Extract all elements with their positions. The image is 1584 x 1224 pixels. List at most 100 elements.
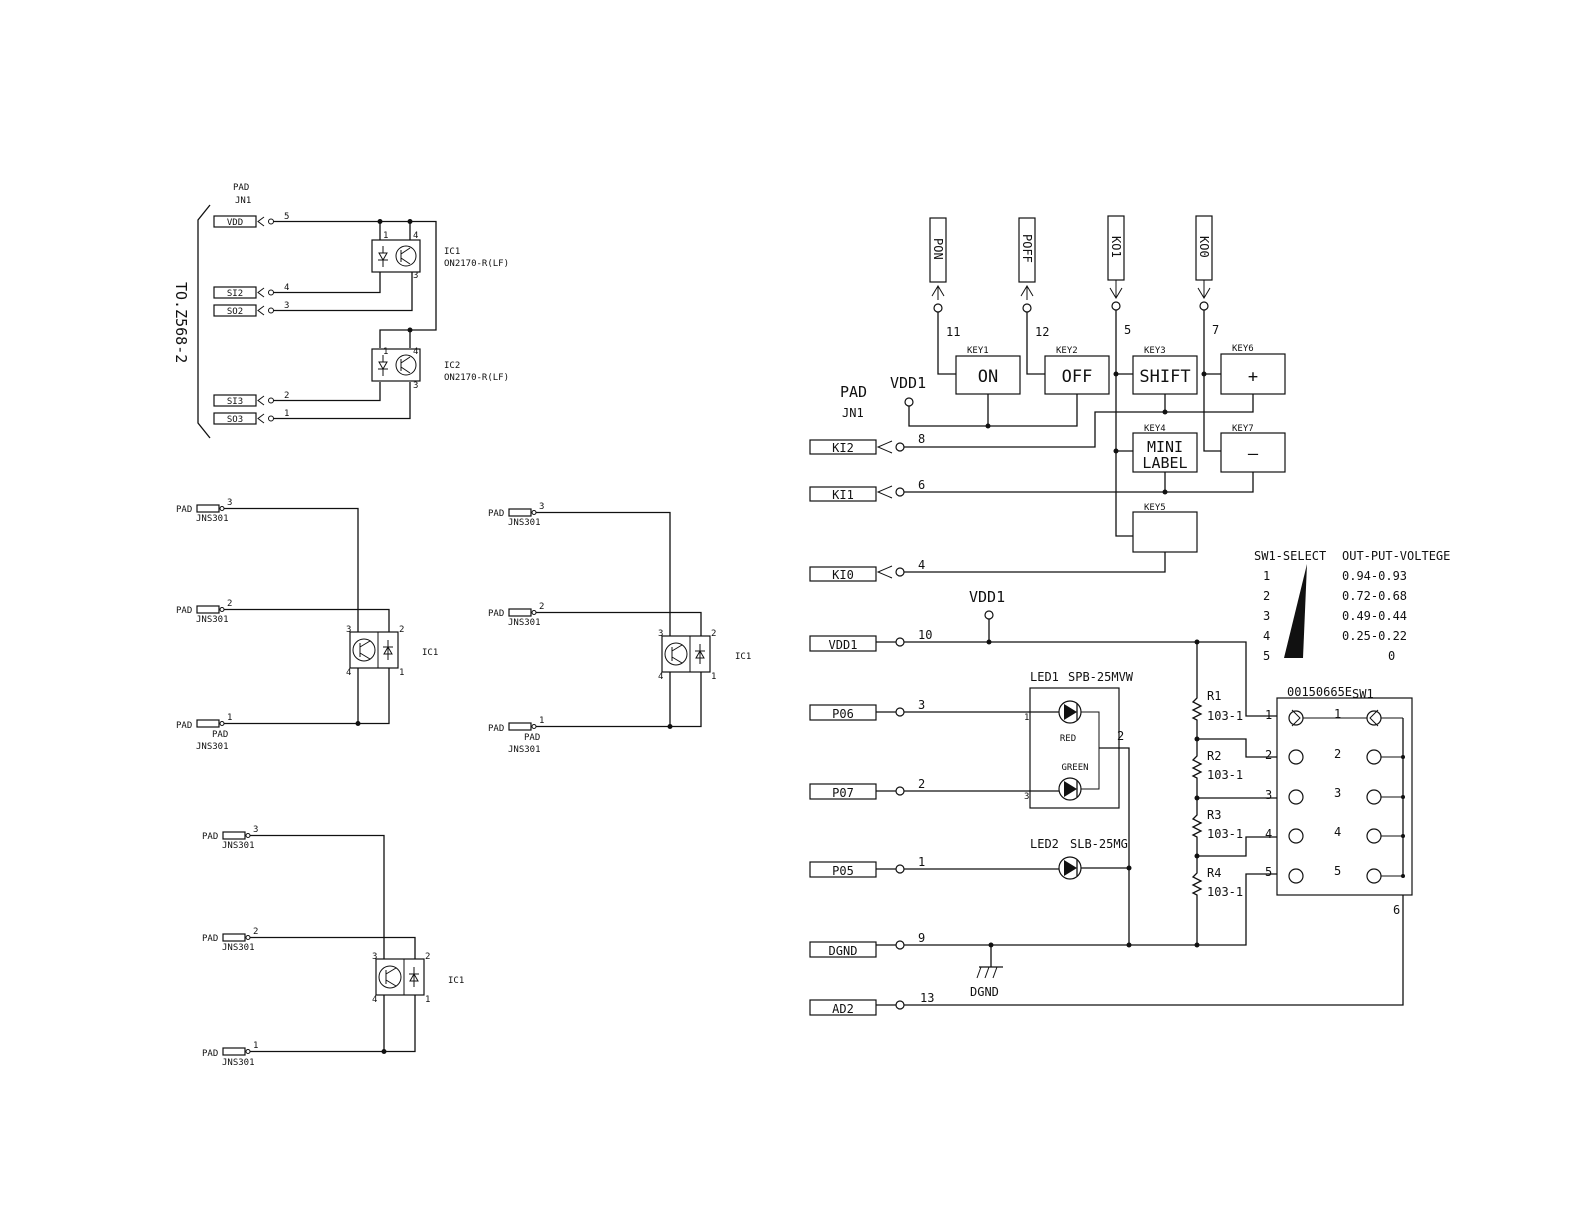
ic1-part: ON2170-R(LF) <box>444 259 509 269</box>
svg-text:1: 1 <box>1265 708 1272 722</box>
led2: LED2 SLB-25MG <box>1030 837 1128 880</box>
key5: KEY5 <box>1132 503 1198 553</box>
svg-text:4: 4 <box>1334 825 1341 839</box>
svg-text:3: 3 <box>1334 786 1341 800</box>
svg-text:5: 5 <box>1334 864 1341 878</box>
jn1-pin-si3: SI3 2 <box>213 391 289 407</box>
svg-text:7: 7 <box>1212 323 1219 337</box>
svg-text:GREEN: GREEN <box>1061 763 1088 773</box>
svg-text:KEY3: KEY3 <box>1144 346 1166 356</box>
svg-text:2: 2 <box>425 952 430 962</box>
svg-text:3: 3 <box>372 952 377 962</box>
svg-text:KEY2: KEY2 <box>1056 346 1078 356</box>
resistor-r2: R2 103-1 <box>1207 749 1243 782</box>
svg-text:R3: R3 <box>1207 808 1221 822</box>
svg-text:PAD: PAD <box>488 609 504 619</box>
svg-text:KEY7: KEY7 <box>1232 424 1254 434</box>
jn1-pin-so2: SO2 3 <box>213 301 289 317</box>
svg-text:1: 1 <box>1024 713 1029 723</box>
svg-text:3: 3 <box>539 502 544 512</box>
svg-text:1: 1 <box>284 409 289 419</box>
voltage-table: SW1-SELECT OUT-PUT-VOLTEGE 1 0.94-0.93 2… <box>1254 549 1450 663</box>
svg-text:PAD: PAD <box>202 934 218 944</box>
svg-text:SLB-25MG: SLB-25MG <box>1070 837 1128 851</box>
svg-text:1: 1 <box>1334 707 1341 721</box>
jn1-pin-vdd: VDD 5 <box>213 212 289 228</box>
opto-circuit-a: PAD JNS301 3 PAD JNS301 2 PAD PAD JNS301… <box>176 498 438 752</box>
ramp-indicator <box>1284 564 1307 658</box>
svg-text:3: 3 <box>284 301 289 311</box>
svg-text:2: 2 <box>711 629 716 639</box>
svg-text:1: 1 <box>253 1041 258 1051</box>
signal-poff: POFF <box>1018 217 1036 300</box>
svg-text:5: 5 <box>1265 865 1272 879</box>
svg-text:KI0: KI0 <box>832 568 854 582</box>
svg-text:+: + <box>1248 367 1258 387</box>
svg-text:SO3: SO3 <box>227 415 243 425</box>
resistor-r3: R3 103-1 <box>1207 808 1243 841</box>
svg-text:2: 2 <box>1265 748 1272 762</box>
key1: KEY1 ON <box>955 346 1021 395</box>
jn1-connectors: KI2 8 KI1 6 KI0 4 VDD1 10 P06 3 P07 2 P0… <box>809 432 934 1016</box>
svg-text:IC1: IC1 <box>448 976 464 986</box>
svg-text:2: 2 <box>253 927 258 937</box>
svg-text:1: 1 <box>383 347 388 357</box>
svg-text:3: 3 <box>227 498 232 508</box>
svg-text:103-1: 103-1 <box>1207 768 1243 782</box>
svg-text:12: 12 <box>1035 325 1049 339</box>
svg-text:KEY1: KEY1 <box>967 346 989 356</box>
svg-text:JNS301: JNS301 <box>222 841 255 851</box>
svg-text:DGND: DGND <box>829 944 858 958</box>
svg-text:2: 2 <box>1334 747 1341 761</box>
key4: KEY4 MINI LABEL <box>1132 424 1198 473</box>
jn1-label: JN1 <box>235 196 251 206</box>
svg-text:3: 3 <box>253 825 258 835</box>
side-label: TO.Z568-2 <box>172 282 190 363</box>
svg-text:SHIFT: SHIFT <box>1139 367 1190 387</box>
svg-text:JNS301: JNS301 <box>222 1058 255 1068</box>
svg-text:JNS301: JNS301 <box>196 615 229 625</box>
svg-text:LABEL: LABEL <box>1142 454 1187 472</box>
svg-text:0.94-0.93: 0.94-0.93 <box>1342 569 1407 583</box>
switch-sw1: 00150665E SW1 1 2 3 4 5 1 2 3 4 5 6 <box>1265 685 1413 917</box>
svg-text:OFF: OFF <box>1062 367 1093 387</box>
svg-text:3: 3 <box>658 629 663 639</box>
svg-text:9: 9 <box>918 931 925 945</box>
svg-text:1: 1 <box>539 716 544 726</box>
svg-text:SO2: SO2 <box>227 307 243 317</box>
svg-text:PAD: PAD <box>212 730 228 740</box>
svg-text:PAD: PAD <box>488 724 504 734</box>
keypad-section: PON POFF KO1 KO0 11 12 5 7 <box>840 215 1286 573</box>
signal-ko1: KO1 <box>1107 215 1125 299</box>
svg-text:103-1: 103-1 <box>1207 709 1243 723</box>
resistor-r1: R1 103-1 <box>1207 689 1243 723</box>
svg-text:PAD: PAD <box>176 721 192 731</box>
svg-text:4: 4 <box>413 231 418 241</box>
jn1-pin-si2: SI2 4 <box>213 283 289 299</box>
svg-text:11: 11 <box>946 325 960 339</box>
svg-text:P05: P05 <box>832 864 854 878</box>
svg-text:4: 4 <box>658 672 663 682</box>
svg-text:JNS301: JNS301 <box>508 618 541 628</box>
svg-text:DGND: DGND <box>970 985 999 999</box>
ground-symbol: DGND <box>970 945 1003 999</box>
svg-text:JNS301: JNS301 <box>508 745 541 755</box>
svg-text:POFF: POFF <box>1020 234 1034 263</box>
svg-text:R2: R2 <box>1207 749 1221 763</box>
svg-text:1: 1 <box>399 668 404 678</box>
svg-text:R1: R1 <box>1207 689 1221 703</box>
svg-text:5: 5 <box>1124 323 1131 337</box>
svg-text:KO1: KO1 <box>1109 236 1123 258</box>
svg-text:3: 3 <box>346 625 351 635</box>
svg-text:1: 1 <box>227 713 232 723</box>
svg-text:KO0: KO0 <box>1197 236 1211 258</box>
svg-text:1: 1 <box>425 995 430 1005</box>
svg-text:RED: RED <box>1060 734 1076 744</box>
svg-text:0.49-0.44: 0.49-0.44 <box>1342 609 1407 623</box>
svg-text:SW1-SELECT: SW1-SELECT <box>1254 549 1326 563</box>
svg-text:SPB-25MVW: SPB-25MVW <box>1068 670 1134 684</box>
svg-text:2: 2 <box>227 599 232 609</box>
svg-text:VDD1: VDD1 <box>829 638 858 652</box>
svg-text:3: 3 <box>918 698 925 712</box>
